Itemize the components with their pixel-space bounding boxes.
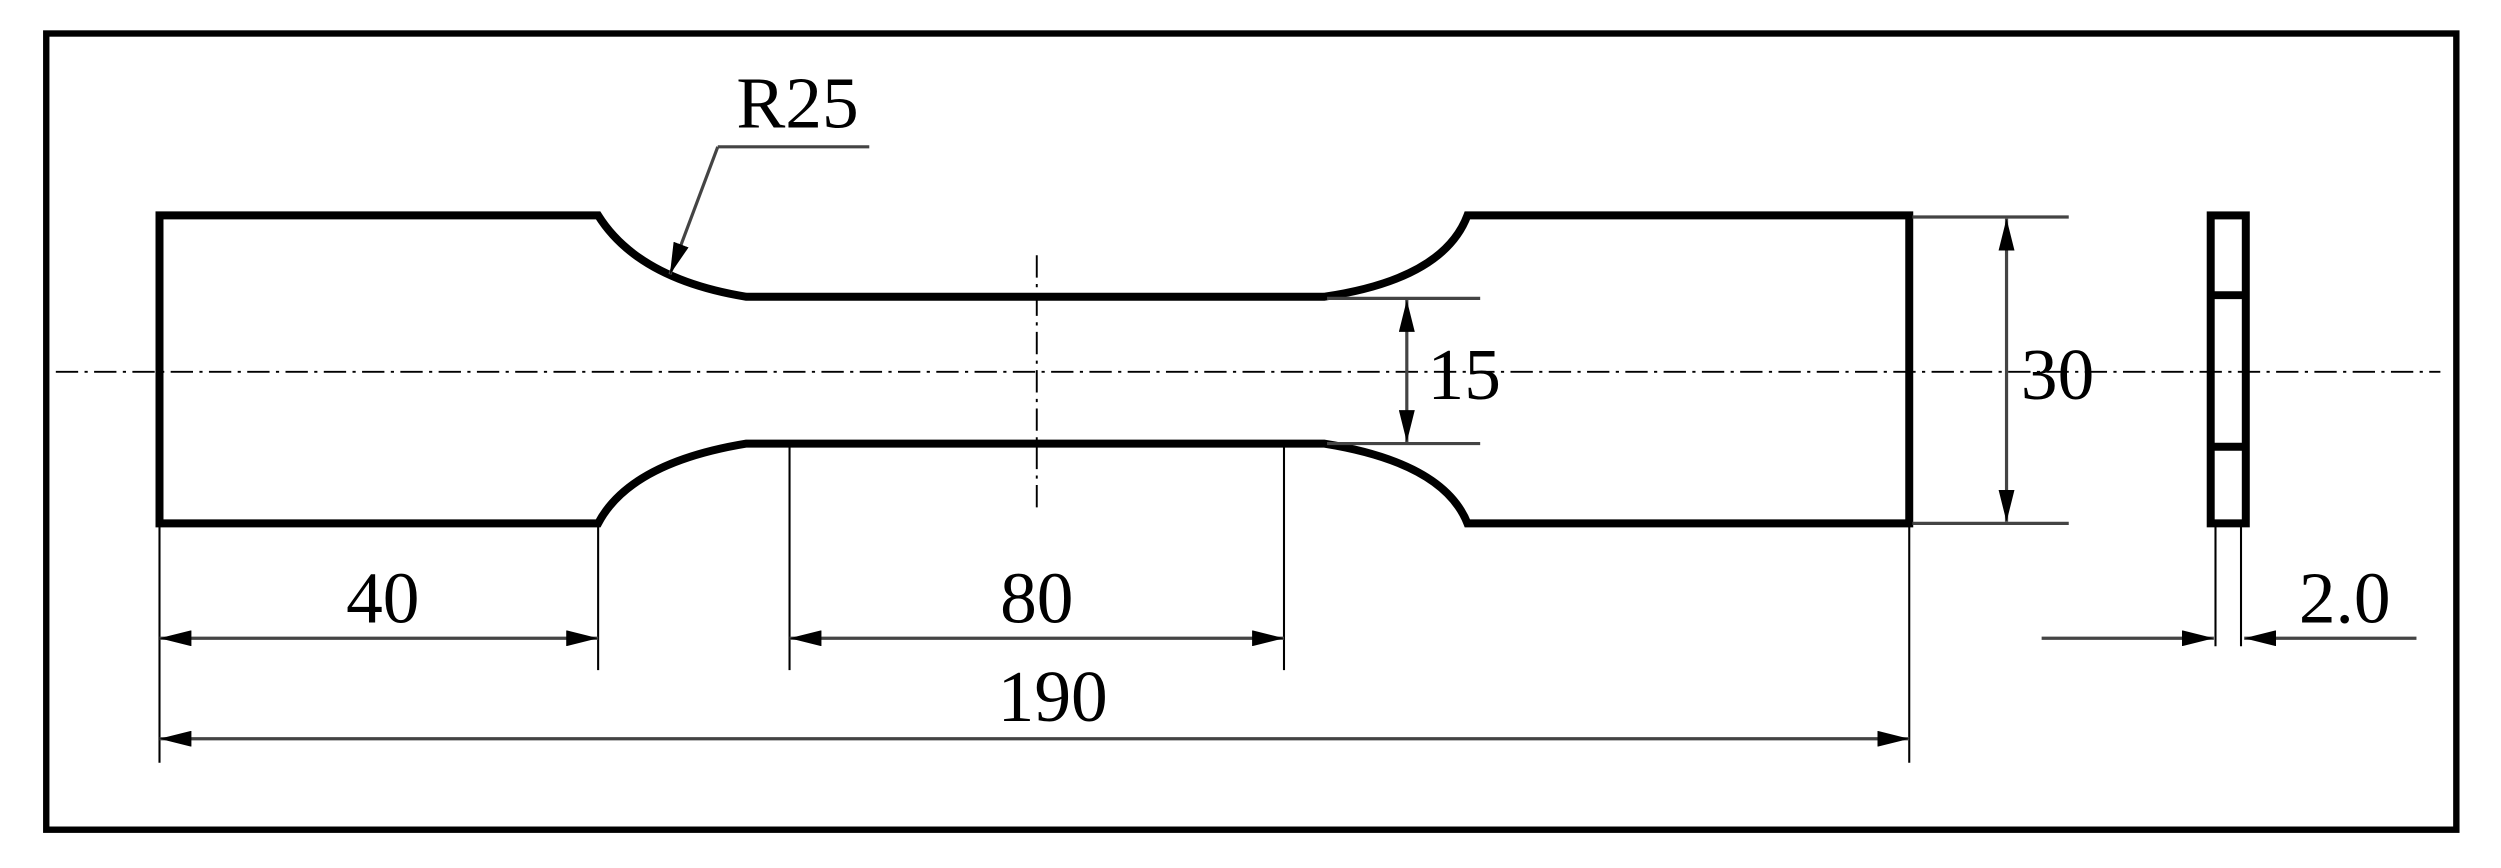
thickness-label: 2.0 [2299, 557, 2391, 638]
gauge-width-label: 15 [1428, 334, 1501, 415]
grip-width-label: 30 [2021, 334, 2094, 415]
radius-callout: R25 [668, 63, 870, 276]
total-length-label: 190 [998, 656, 1108, 737]
grip-length-label: 40 [346, 557, 419, 638]
dimension-thickness: 2.0 [2041, 557, 2417, 647]
dimension-total-length: 190 [159, 656, 1910, 747]
radius-label: R25 [736, 63, 858, 144]
dimension-grip-width: 30 [1998, 218, 2094, 522]
dimension-grip-length: 40 [159, 557, 599, 647]
dimension-gauge-length: 80 [789, 557, 1284, 647]
drawing-frame [43, 30, 2460, 833]
dimension-gauge-width: 15 [1398, 299, 1501, 442]
gauge-length-label: 80 [1000, 557, 1073, 638]
specimen-outline [155, 211, 1914, 528]
side-view [2206, 211, 2250, 528]
